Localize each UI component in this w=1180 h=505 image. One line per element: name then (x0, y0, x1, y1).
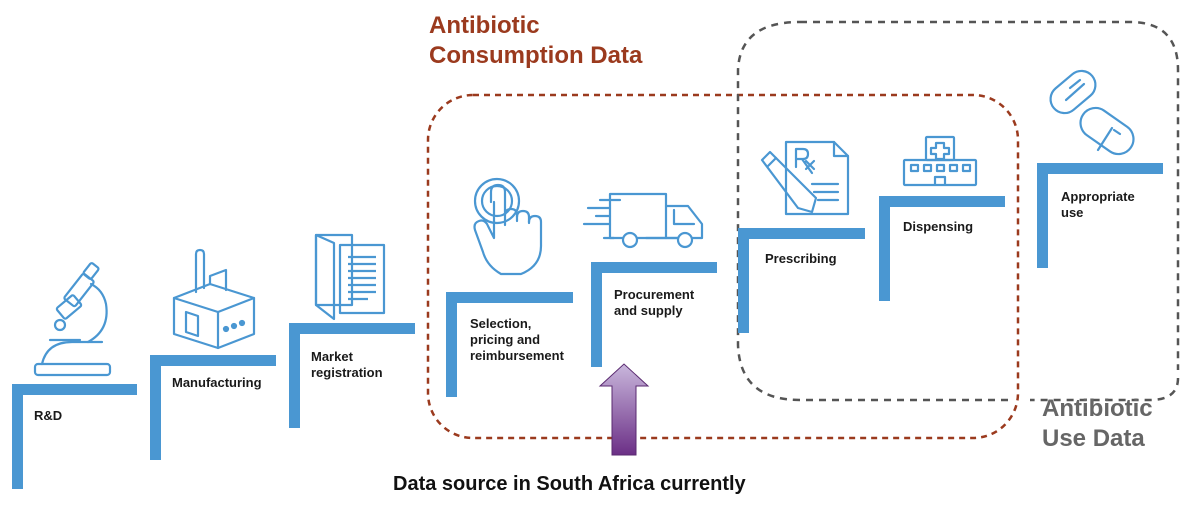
step-label-procurement: Procurement and supply (614, 287, 695, 318)
step-shape-5 (591, 262, 717, 367)
antibiotic-consumption-data-label: Antibiotic Consumption Data (429, 12, 643, 69)
step-shape-8 (1037, 163, 1163, 268)
step-shape-1 (12, 384, 137, 489)
consumption-data-region (426, 93, 1020, 440)
pills-icon (1049, 69, 1135, 156)
data-source-arrow (598, 363, 650, 456)
microscope-icon (33, 262, 112, 377)
steps-layer (12, 163, 1163, 489)
step-shape-2 (150, 355, 276, 460)
factory-icon (172, 248, 256, 350)
step-label-selection-pricing: Selection, pricing and reimbursement (470, 316, 564, 363)
step-shape-4 (446, 292, 573, 397)
step-shape-7 (879, 196, 1005, 301)
step-label-rd: R&D (34, 408, 63, 423)
data-source-caption: Data source in South Africa currently (393, 473, 746, 495)
step-label-appropriate-use: Appropriate use (1061, 189, 1135, 220)
documents-icon (314, 233, 386, 321)
hospital-icon (902, 135, 978, 187)
delivery-truck-icon (582, 192, 704, 249)
antibiotic-use-data-label: Antibiotic Use Data (1042, 395, 1153, 452)
step-shape-6 (738, 228, 865, 333)
step-shape-3 (289, 323, 415, 428)
step-label-manufacturing: Manufacturing (172, 375, 262, 390)
step-label-dispensing: Dispensing (903, 219, 974, 234)
step-label-prescribing: Prescribing (765, 251, 837, 266)
use-data-region (736, 20, 1180, 402)
step-label-market-registration: Market registration (311, 349, 383, 380)
hand-pointer-icon (473, 177, 543, 276)
prescription-icon (760, 140, 850, 216)
